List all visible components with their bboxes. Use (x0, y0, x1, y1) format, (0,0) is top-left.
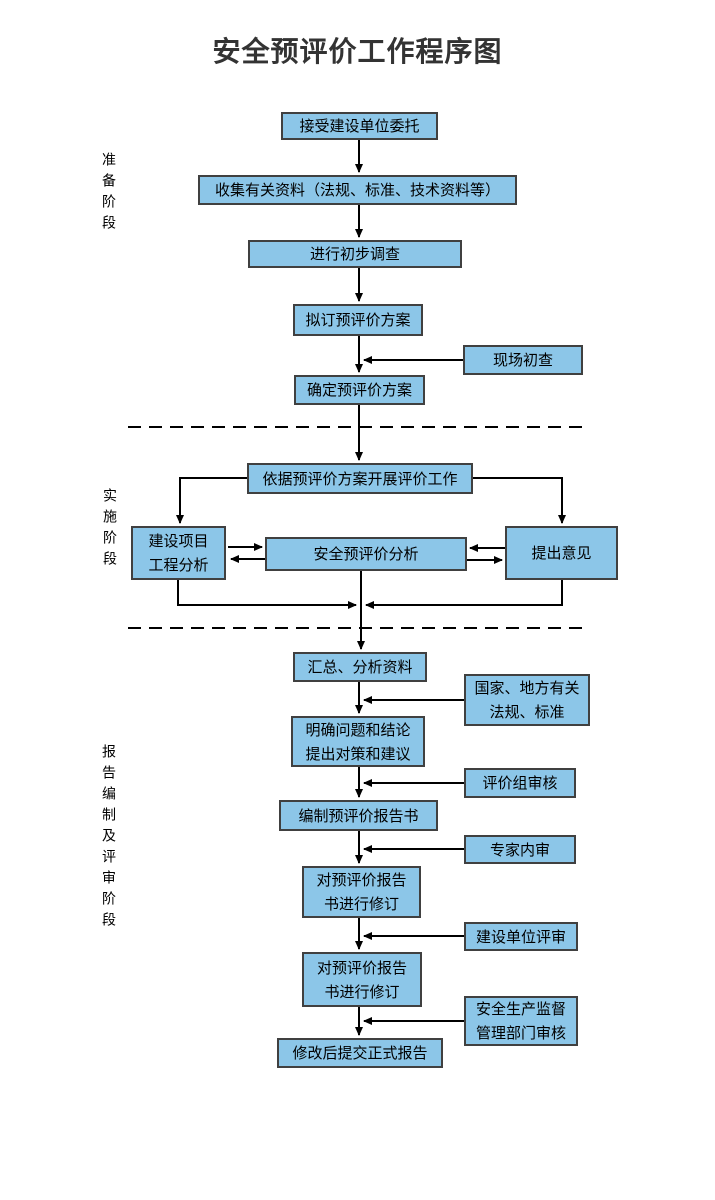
node-label-line2: 提出对策和建议 (305, 744, 411, 763)
node-label: 依据预评价方案开展评价工作 (262, 469, 458, 488)
node-final-report: 修改后提交正式报告 (277, 1038, 443, 1068)
node-collect-materials: 收集有关资料（法规、标准、技术资料等） (198, 175, 517, 205)
node-accept-commission: 接受建设单位委托 (281, 112, 438, 140)
phase-label-preparation: 准备阶段 (100, 152, 116, 236)
node-label-line1: 明确问题和结论 (305, 720, 411, 739)
node-label: 建设单位评审 (475, 927, 566, 946)
node-label: 接受建设单位委托 (299, 117, 420, 135)
node-clarify-conclusions: 明确问题和结论 提出对策和建议 (291, 716, 425, 767)
node-label-line1: 安全生产监督 (475, 1000, 566, 1018)
node-owner-review: 建设单位评审 (464, 922, 578, 951)
node-summarize-materials: 汇总、分析资料 (293, 652, 427, 682)
node-label: 修改后提交正式报告 (292, 1044, 428, 1062)
node-label: 安全预评价分析 (313, 545, 419, 563)
node-label-line2: 法规、标准 (489, 703, 565, 721)
phase-label-reporting: 报告编制及评审阶段 (100, 744, 116, 933)
node-label: 汇总、分析资料 (307, 658, 413, 676)
node-label-line1: 建设项目 (148, 532, 209, 550)
node-pre-eval-analysis: 安全预评价分析 (265, 537, 467, 571)
node-label: 进行初步调查 (309, 245, 400, 263)
node-label: 收集有关资料（法规、标准、技术资料等） (214, 181, 500, 199)
node-confirm-plan: 确定预评价方案 (294, 375, 425, 405)
node-label-line2: 书进行修订 (324, 982, 400, 1001)
node-authority-review: 安全生产监督 管理部门审核 (464, 996, 578, 1046)
node-label-line2: 管理部门审核 (475, 1024, 566, 1042)
node-site-check: 现场初查 (463, 345, 583, 375)
node-label: 拟订预评价方案 (305, 311, 411, 329)
node-label-line1: 对预评价报告 (316, 871, 407, 889)
node-label-line1: 国家、地方有关 (474, 679, 580, 697)
node-compile-report: 编制预评价报告书 (279, 800, 438, 831)
node-label-line2: 工程分析 (148, 556, 209, 574)
node-label: 提出意见 (531, 544, 592, 562)
node-label-line1: 对预评价报告 (316, 958, 407, 977)
node-revise-report-2: 对预评价报告 书进行修订 (302, 952, 422, 1007)
node-label: 确定预评价方案 (306, 381, 412, 399)
page-title: 安全预评价工作程序图 (212, 35, 503, 68)
node-carry-out-evaluation: 依据预评价方案开展评价工作 (247, 463, 473, 494)
node-draft-plan: 拟订预评价方案 (293, 304, 423, 336)
node-preliminary-survey: 进行初步调查 (248, 240, 462, 268)
node-laws-standards: 国家、地方有关 法规、标准 (464, 674, 590, 726)
node-expert-review: 专家内审 (464, 835, 576, 864)
node-label: 编制预评价报告书 (298, 806, 419, 825)
node-revise-report-1: 对预评价报告 书进行修订 (302, 866, 421, 918)
node-label: 专家内审 (489, 840, 550, 859)
node-put-forward-opinions: 提出意见 (505, 526, 618, 580)
node-label: 评价组审核 (482, 774, 558, 792)
node-project-analysis: 建设项目 工程分析 (131, 526, 226, 580)
node-label-line2: 书进行修订 (323, 895, 399, 913)
node-label: 现场初查 (492, 351, 553, 369)
node-group-review: 评价组审核 (464, 768, 576, 798)
phase-label-implementation: 实施阶段 (101, 488, 117, 572)
